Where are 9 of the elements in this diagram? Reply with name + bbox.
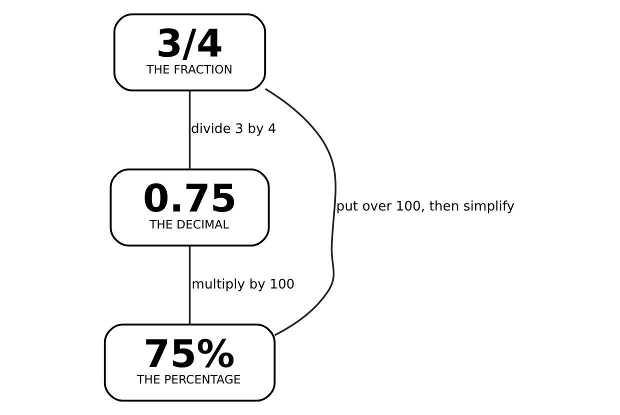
node-box: 0.75 THE DECIMAL <box>109 168 270 246</box>
node-box: 75% THE PERCENTAGE <box>103 324 276 402</box>
edge-label: multiply by 100 <box>191 277 294 292</box>
node-box: 3/4 THE FRACTION <box>112 13 266 92</box>
edge-label: divide 3 by 4 <box>190 122 276 138</box>
connector <box>264 88 336 336</box>
connector <box>188 90 190 169</box>
edge-label: put over 100, then simplify <box>336 200 514 215</box>
connector <box>188 246 190 324</box>
